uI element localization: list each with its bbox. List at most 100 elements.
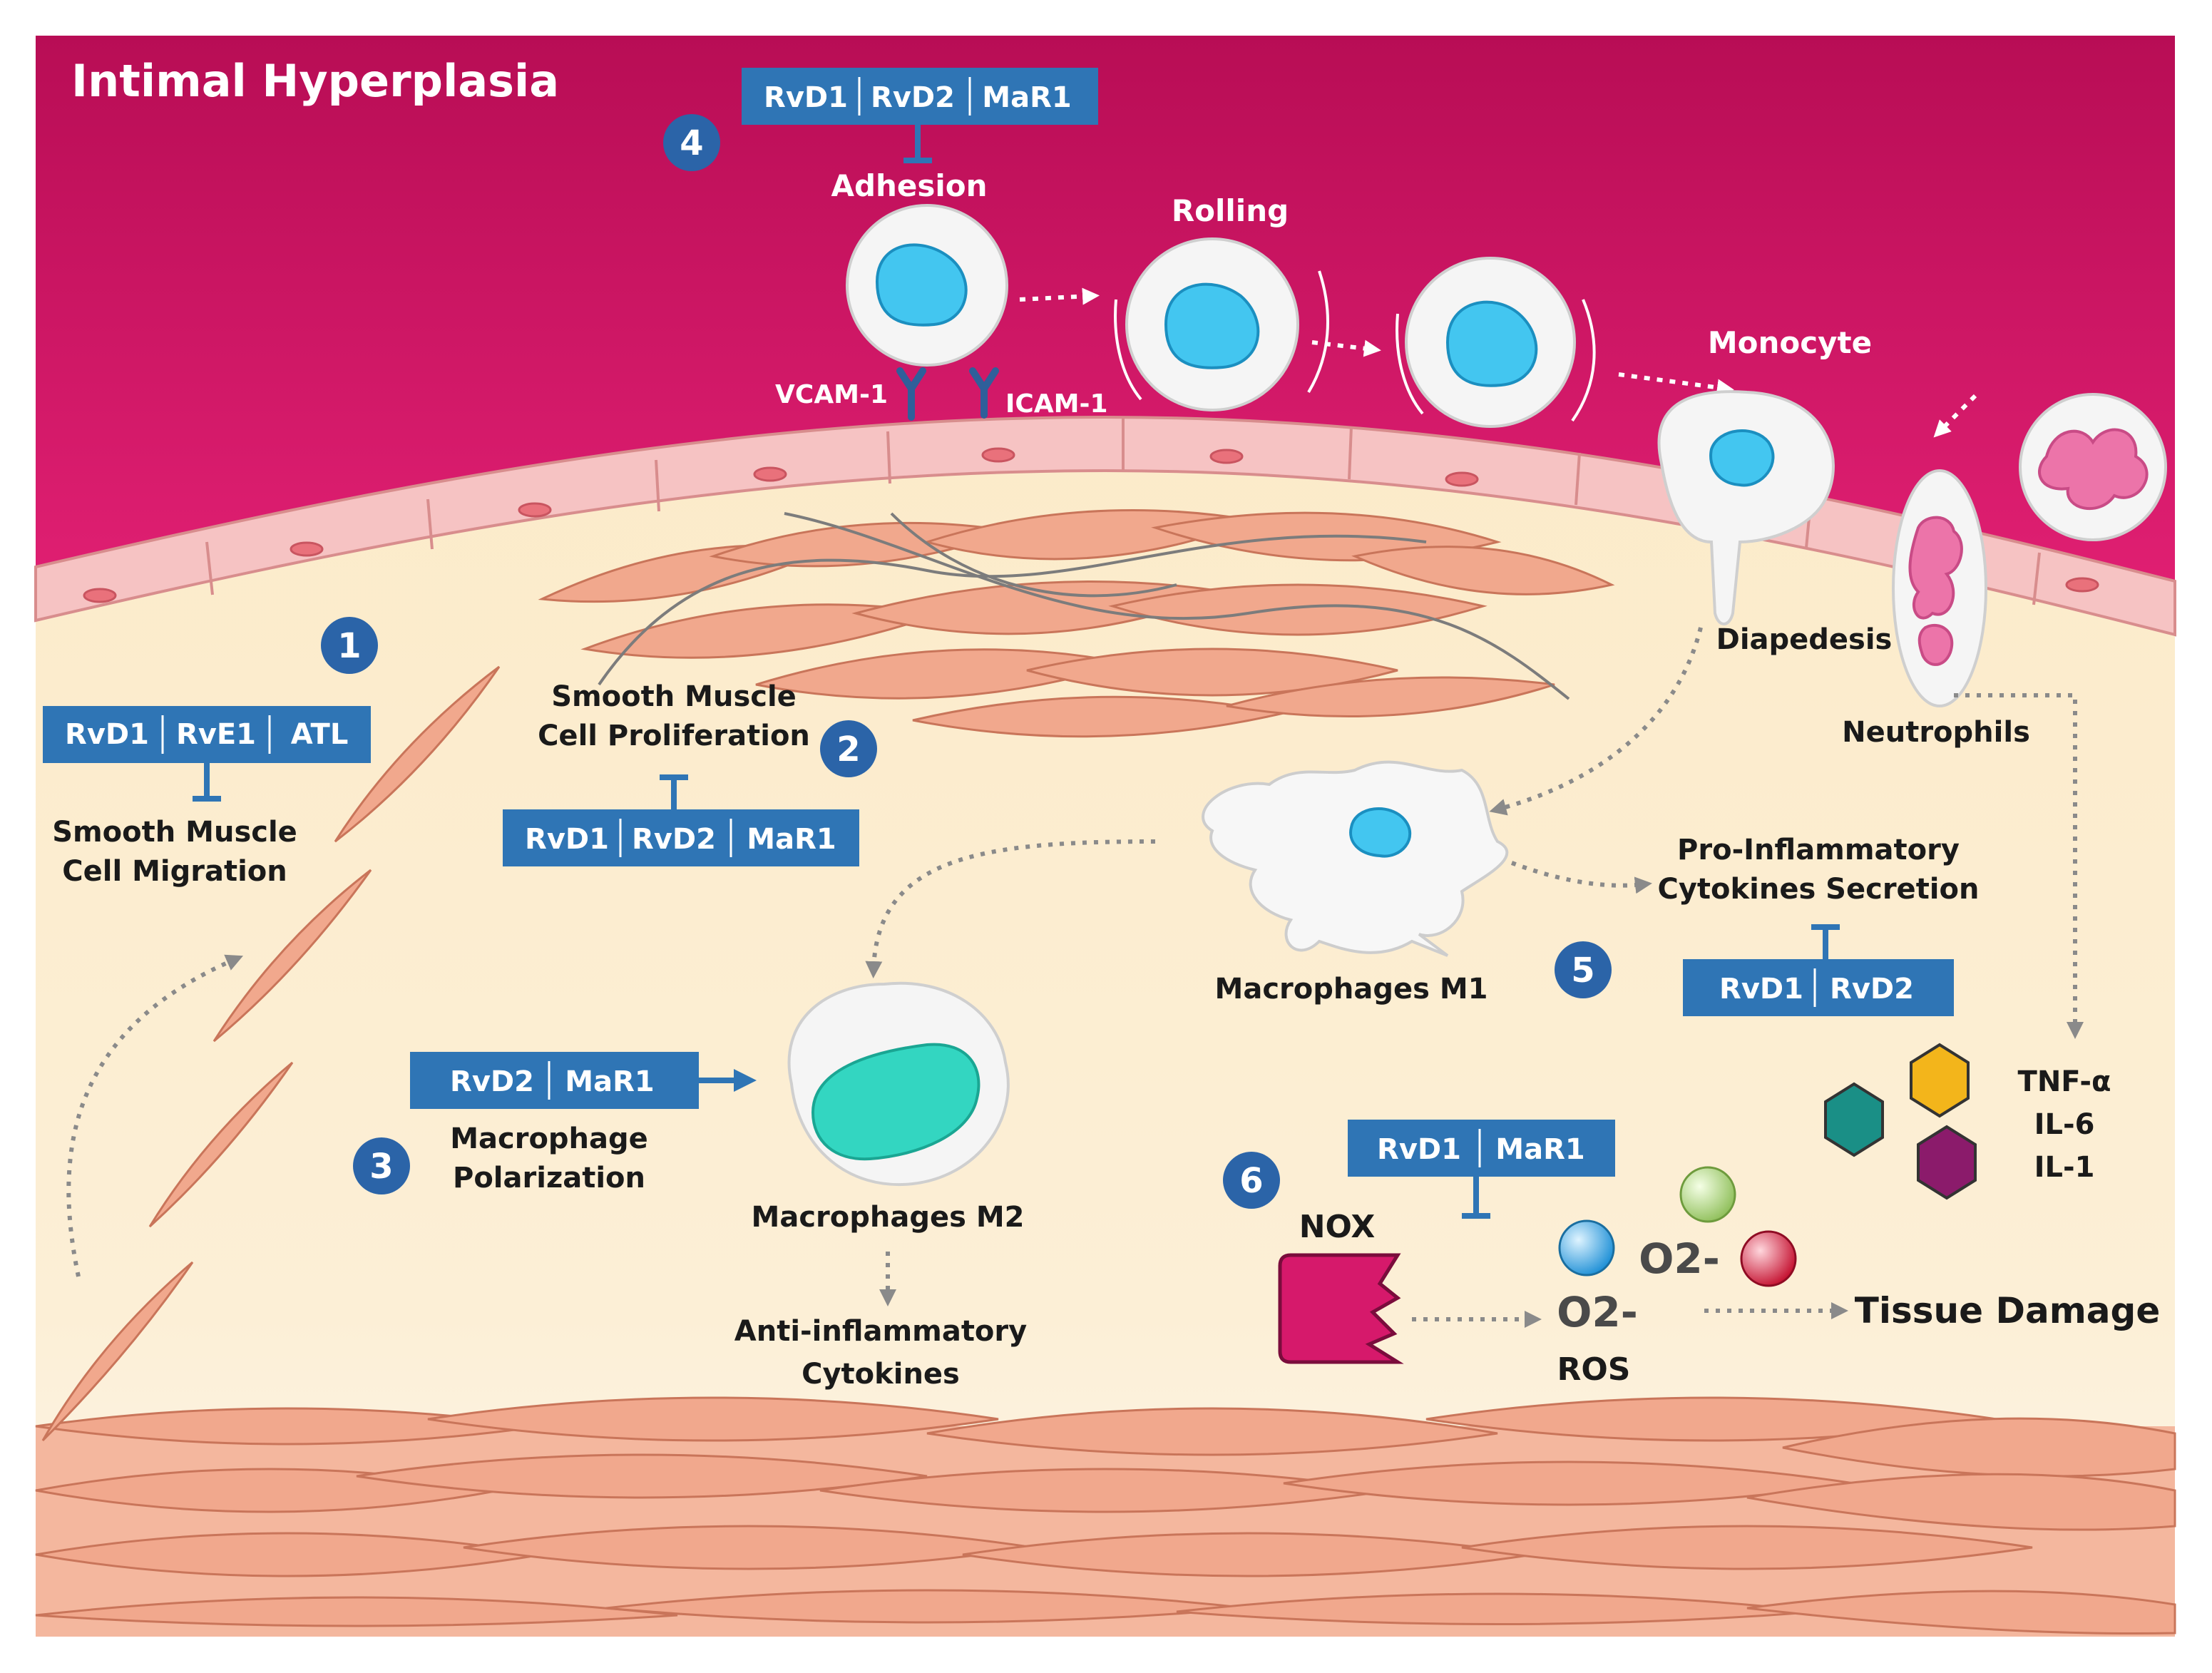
box1-item-2: RvE1 — [176, 718, 256, 751]
step-badge-6 — [1223, 1152, 1280, 1209]
inhibit-connector-5 — [1811, 924, 1840, 959]
label-macrophages-m1: Macrophages M1 — [1215, 973, 1488, 1006]
label-polarization-1: Macrophage — [450, 1122, 648, 1155]
step-2-number: 2 — [836, 730, 860, 769]
box-6: RvD1 MaR1 — [1348, 1120, 1615, 1177]
motion-lines — [1307, 270, 1329, 394]
step-6-number: 6 — [1239, 1161, 1263, 1201]
flow-arrow — [1311, 339, 1381, 357]
box-3: RvD2 MaR1 — [410, 1052, 699, 1109]
motion-lines — [1571, 299, 1596, 422]
migrating-smc-chain — [41, 665, 501, 1442]
label-nox: NOX — [1299, 1209, 1376, 1245]
box1-item-3: ATL — [291, 718, 349, 751]
flow-arrow — [1933, 394, 1977, 438]
label-tnf-alpha: TNF-α — [2018, 1065, 2111, 1098]
label-diapedesis: Diapedesis — [1716, 623, 1893, 656]
box-2: RvD1 RvD2 MaR1 — [503, 809, 859, 866]
box-1: RvD1 RvE1 ATL — [43, 706, 371, 763]
vessel-lumen — [36, 36, 2175, 585]
label-smc-migration-1: Smooth Muscle — [52, 816, 297, 849]
box3-item-1: RvD2 — [450, 1065, 534, 1098]
label-o2-minus: O2- — [1557, 1288, 1638, 1336]
label-tissue-damage: Tissue Damage — [1855, 1290, 2160, 1331]
step-5-number: 5 — [1571, 951, 1594, 991]
label-pro-inflammatory-2: Cytokines Secretion — [1658, 873, 1980, 906]
step-badge-4 — [663, 114, 720, 171]
step-badge-1 — [321, 617, 378, 674]
fiber-strand — [598, 534, 1427, 686]
step-3-number: 3 — [369, 1147, 393, 1187]
diagram-title: Intimal Hyperplasia — [71, 55, 559, 107]
il6-hexagon — [1910, 1043, 1970, 1118]
flow-arrow — [1618, 372, 1734, 396]
box2-item-2: RvD2 — [632, 823, 716, 856]
label-vcam-1: VCAM-1 — [775, 380, 888, 409]
inhibit-connector-6 — [1462, 1177, 1490, 1219]
label-il-6: IL-6 — [2034, 1108, 2095, 1141]
neutrophil-free — [2019, 393, 2167, 541]
label-anti-inflammatory-1: Anti-inflammatory — [734, 1315, 1027, 1348]
label-il-1: IL-1 — [2034, 1151, 2095, 1184]
step-badges: 1 2 3 4 5 6 — [321, 114, 1612, 1209]
inhibit-connector-4 — [903, 125, 932, 163]
box3-item-2: MaR1 — [565, 1065, 654, 1098]
endothelial-nucleus — [2065, 577, 2099, 593]
arrow-neutrophil-to-tnf — [1954, 693, 2084, 1039]
rolling-leukocyte — [1125, 237, 1299, 411]
endothelial-nucleus — [981, 447, 1015, 463]
label-polarization-2: Polarization — [453, 1162, 645, 1194]
macrophage-m2 — [787, 981, 1010, 1187]
icam-1-receptor — [969, 367, 999, 419]
inhibit-connector-2 — [660, 774, 688, 809]
box-4: RvD1 RvD2 MaR1 — [742, 68, 1098, 125]
monocyte-diapedesis — [1657, 390, 1835, 625]
box4-item-1: RvD1 — [764, 81, 848, 114]
endothelial-nucleus — [1209, 449, 1244, 464]
label-pro-inflammatory-1: Pro-Inflammatory — [1677, 834, 1960, 866]
ros-ball-blue — [1558, 1219, 1615, 1277]
ros-ball-red — [1740, 1230, 1797, 1287]
endothelial-nucleus — [753, 466, 787, 482]
il1-hexagon — [1917, 1125, 1977, 1200]
step-4-number: 4 — [680, 123, 703, 163]
neutrophil-transmigrating — [1892, 469, 1987, 707]
label-neutrophils: Neutrophils — [1842, 716, 2030, 749]
box1-item-1: RvD1 — [65, 718, 149, 751]
step-1-number: 1 — [337, 626, 361, 666]
label-smc-proliferation-1: Smooth Muscle — [551, 680, 797, 713]
step-badge-5 — [1555, 941, 1612, 998]
nox-enzyme — [1278, 1253, 1404, 1364]
tnf-hexagon — [1824, 1082, 1884, 1157]
label-macrophages-m2: Macrophages M2 — [752, 1201, 1025, 1234]
label-smc-proliferation-2: Cell Proliferation — [538, 720, 810, 752]
label-smc-migration-2: Cell Migration — [62, 855, 287, 888]
ros-ball-green — [1679, 1166, 1736, 1223]
bottom-white-margin — [0, 1637, 2212, 1673]
macrophage-m1 — [1202, 760, 1509, 957]
smc-proliferation-cluster — [538, 508, 1615, 738]
label-monocyte: Monocyte — [1708, 325, 1872, 360]
label-adhesion: Adhesion — [831, 168, 987, 203]
box4-item-2: RvD2 — [871, 81, 955, 114]
label-icam-1: ICAM-1 — [1005, 389, 1108, 419]
inhibit-connector-1 — [193, 763, 221, 802]
vcam-1-receptor — [896, 367, 926, 421]
box2-item-1: RvD1 — [525, 823, 609, 856]
fiber-strand — [890, 512, 1177, 598]
endothelial-nucleus — [1445, 471, 1479, 487]
endothelial-nucleus — [290, 541, 324, 557]
rolling-leukocyte-2 — [1405, 257, 1576, 428]
cytokine-hexagons — [1824, 1043, 1977, 1200]
endothelial-nucleus — [518, 502, 552, 518]
box5-item-2: RvD2 — [1830, 973, 1914, 1006]
box4-item-3: MaR1 — [982, 81, 1071, 114]
adhesion-leukocyte — [846, 204, 1008, 367]
box6-item-1: RvD1 — [1377, 1133, 1461, 1166]
box-5: RvD1 RvD2 — [1683, 959, 1954, 1016]
label-o2-minus-top: O2- — [1639, 1234, 1720, 1283]
step-badge-2 — [820, 720, 877, 777]
arrow-m1-to-m2 — [865, 839, 1156, 978]
media-smooth-muscle-layer — [35, 1396, 2176, 1640]
